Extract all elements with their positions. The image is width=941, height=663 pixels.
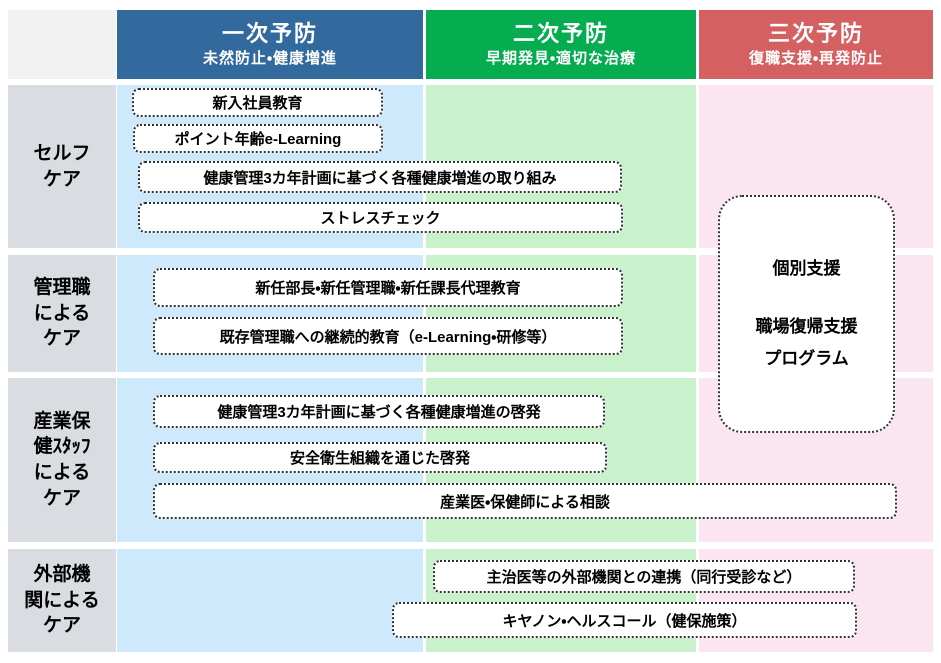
row-label-line: 外部機 (33, 564, 91, 586)
tertiary-box-line: プログラム (764, 349, 849, 369)
activity-box-new-employee-education: 新入社員教育 (132, 88, 383, 117)
activity-box-stress-check: ストレスチェック (138, 202, 623, 233)
row-label-line: ケア (42, 328, 81, 350)
column-subtitle: 復職支援・再発防止 (748, 49, 884, 67)
row-label-line: 健ｽﾀｯﾌ (33, 436, 91, 458)
row-label-occupational-health-staff-care: 産業保 健ｽﾀｯﾌ による ケア (8, 378, 116, 542)
row-label-line: 管理職 (33, 277, 91, 299)
corner-cell (8, 10, 116, 79)
column-subtitle: 未然防止・健康増進 (202, 49, 338, 67)
column-title: 三次予防 (767, 21, 864, 47)
column-header-primary-prevention: 一次予防 未然防止・健康増進 (117, 10, 423, 79)
row-label-line: 産業保 (33, 410, 91, 432)
column-header-secondary-prevention: 二次予防 早期発見・適切な治療 (426, 10, 696, 79)
column-subtitle: 早期発見・適切な治療 (485, 49, 637, 67)
row-label-line: 関による (24, 589, 100, 611)
row-label-manager-care: 管理職 による ケア (8, 255, 116, 372)
activity-box-continuing-manager-education: 既存管理職への継続的教育（e-Learning・研修等） (153, 317, 623, 355)
column-title: 二次予防 (512, 21, 609, 47)
row-label-line: セルフ (33, 142, 91, 164)
activity-box-external-collaboration: 主治医等の外部機関との連携（同行受診など） (433, 560, 855, 593)
activity-box-safety-hygiene-awareness: 安全衛生組織を通じた啓発 (153, 442, 607, 473)
row-label-line: による (33, 302, 91, 324)
row-label-line: ケア (42, 168, 81, 190)
cell-external-primary (117, 549, 423, 652)
tertiary-support-program-box: 個別支援 職場復帰支援 プログラム (718, 195, 895, 433)
tertiary-box-line: 個別支援 (772, 258, 841, 278)
row-label-line: ケア (42, 487, 81, 509)
column-title: 一次予防 (221, 21, 318, 47)
activity-box-canon-health-call: キヤノン・ヘルスコール（健保施策） (392, 602, 857, 638)
activity-box-health-plan-awareness: 健康管理3カ年計画に基づく各種健康増進の啓発 (153, 395, 605, 428)
column-header-tertiary-prevention: 三次予防 復職支援・再発防止 (699, 10, 933, 79)
activity-box-health-plan-promotion: 健康管理3カ年計画に基づく各種健康増進の取り組み (138, 161, 622, 193)
activity-box-new-manager-education: 新任部長・新任管理職・新任課長代理教育 (153, 268, 623, 307)
activity-box-point-age-elearning: ポイント年齢e-Learning (133, 124, 383, 153)
row-label-line: による (33, 462, 91, 483)
tertiary-box-line: 職場復帰支援 (755, 316, 858, 336)
row-label-external-organization-care: 外部機 関による ケア (8, 549, 116, 652)
row-label-line: ケア (42, 615, 81, 637)
row-label-self-care: セルフ ケア (8, 85, 116, 248)
activity-box-physician-nurse-consultation: 産業医・保健師による相談 (153, 483, 897, 519)
